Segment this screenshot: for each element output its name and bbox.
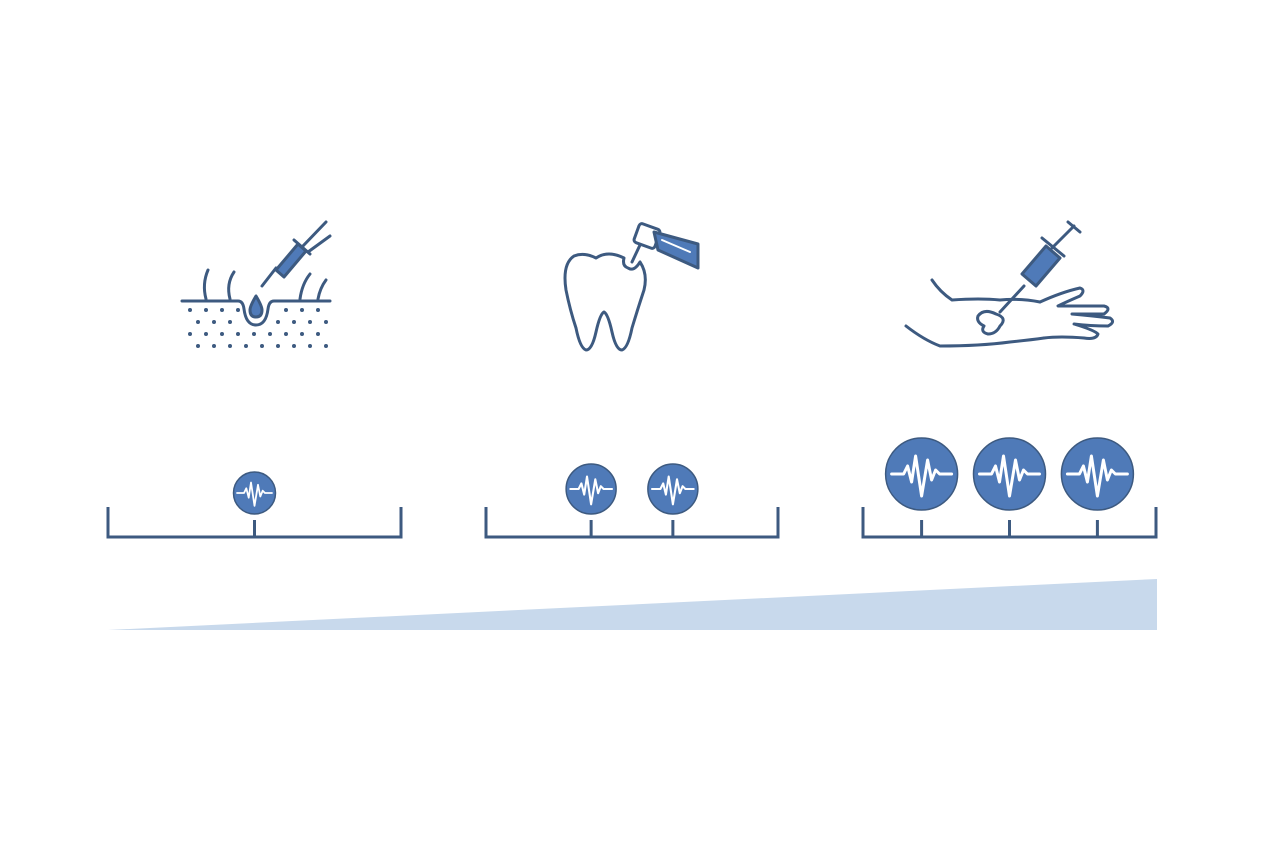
timeline-axis [484, 507, 780, 539]
skin-dots [188, 308, 328, 348]
heartbeat-pulse-icon [232, 471, 277, 515]
skin-dot [276, 320, 280, 324]
arm-vein-syringe-icon [904, 220, 1115, 348]
heartbeat-pulse-icon [647, 463, 699, 515]
skin-dot [316, 332, 320, 336]
skin-dot [188, 332, 192, 336]
skin-dot [244, 344, 248, 348]
heartbeat-pulse-icon [972, 437, 1047, 511]
skin-dot [308, 344, 312, 348]
skin-hair-follicle-injection-icon [180, 220, 332, 327]
skin-dot [236, 308, 240, 312]
skin-dot [204, 332, 208, 336]
tooth-dental-drill-icon [563, 222, 700, 352]
skin-dot [196, 344, 200, 348]
skin-dot [196, 320, 200, 324]
skin-dot [228, 344, 232, 348]
skin-dot [276, 344, 280, 348]
timelines [106, 437, 1158, 539]
skin-dot [236, 332, 240, 336]
heartbeat-pulse-icon [884, 437, 959, 511]
skin-dot [204, 308, 208, 312]
timeline-1 [106, 471, 403, 539]
skin-dot [212, 320, 216, 324]
skin-dot [300, 332, 304, 336]
heartbeat-pulse-icon [565, 463, 617, 515]
skin-dot [308, 320, 312, 324]
skin-dot [228, 320, 232, 324]
timeline-3 [861, 437, 1158, 539]
skin-dot [188, 308, 192, 312]
skin-dot [252, 332, 256, 336]
skin-dot [300, 308, 304, 312]
skin-dot [284, 332, 288, 336]
skin-dot [212, 344, 216, 348]
skin-dot [292, 344, 296, 348]
skin-dot [324, 320, 328, 324]
skin-dot [220, 332, 224, 336]
skin-dot [220, 308, 224, 312]
skin-dot [268, 332, 272, 336]
increasing-wedge [108, 579, 1157, 630]
heartbeat-pulse-icon [1060, 437, 1135, 511]
timeline-2 [484, 463, 780, 539]
skin-dot [324, 344, 328, 348]
skin-dot [260, 344, 264, 348]
skin-dot [284, 308, 288, 312]
skin-dot [292, 320, 296, 324]
skin-dot [316, 308, 320, 312]
